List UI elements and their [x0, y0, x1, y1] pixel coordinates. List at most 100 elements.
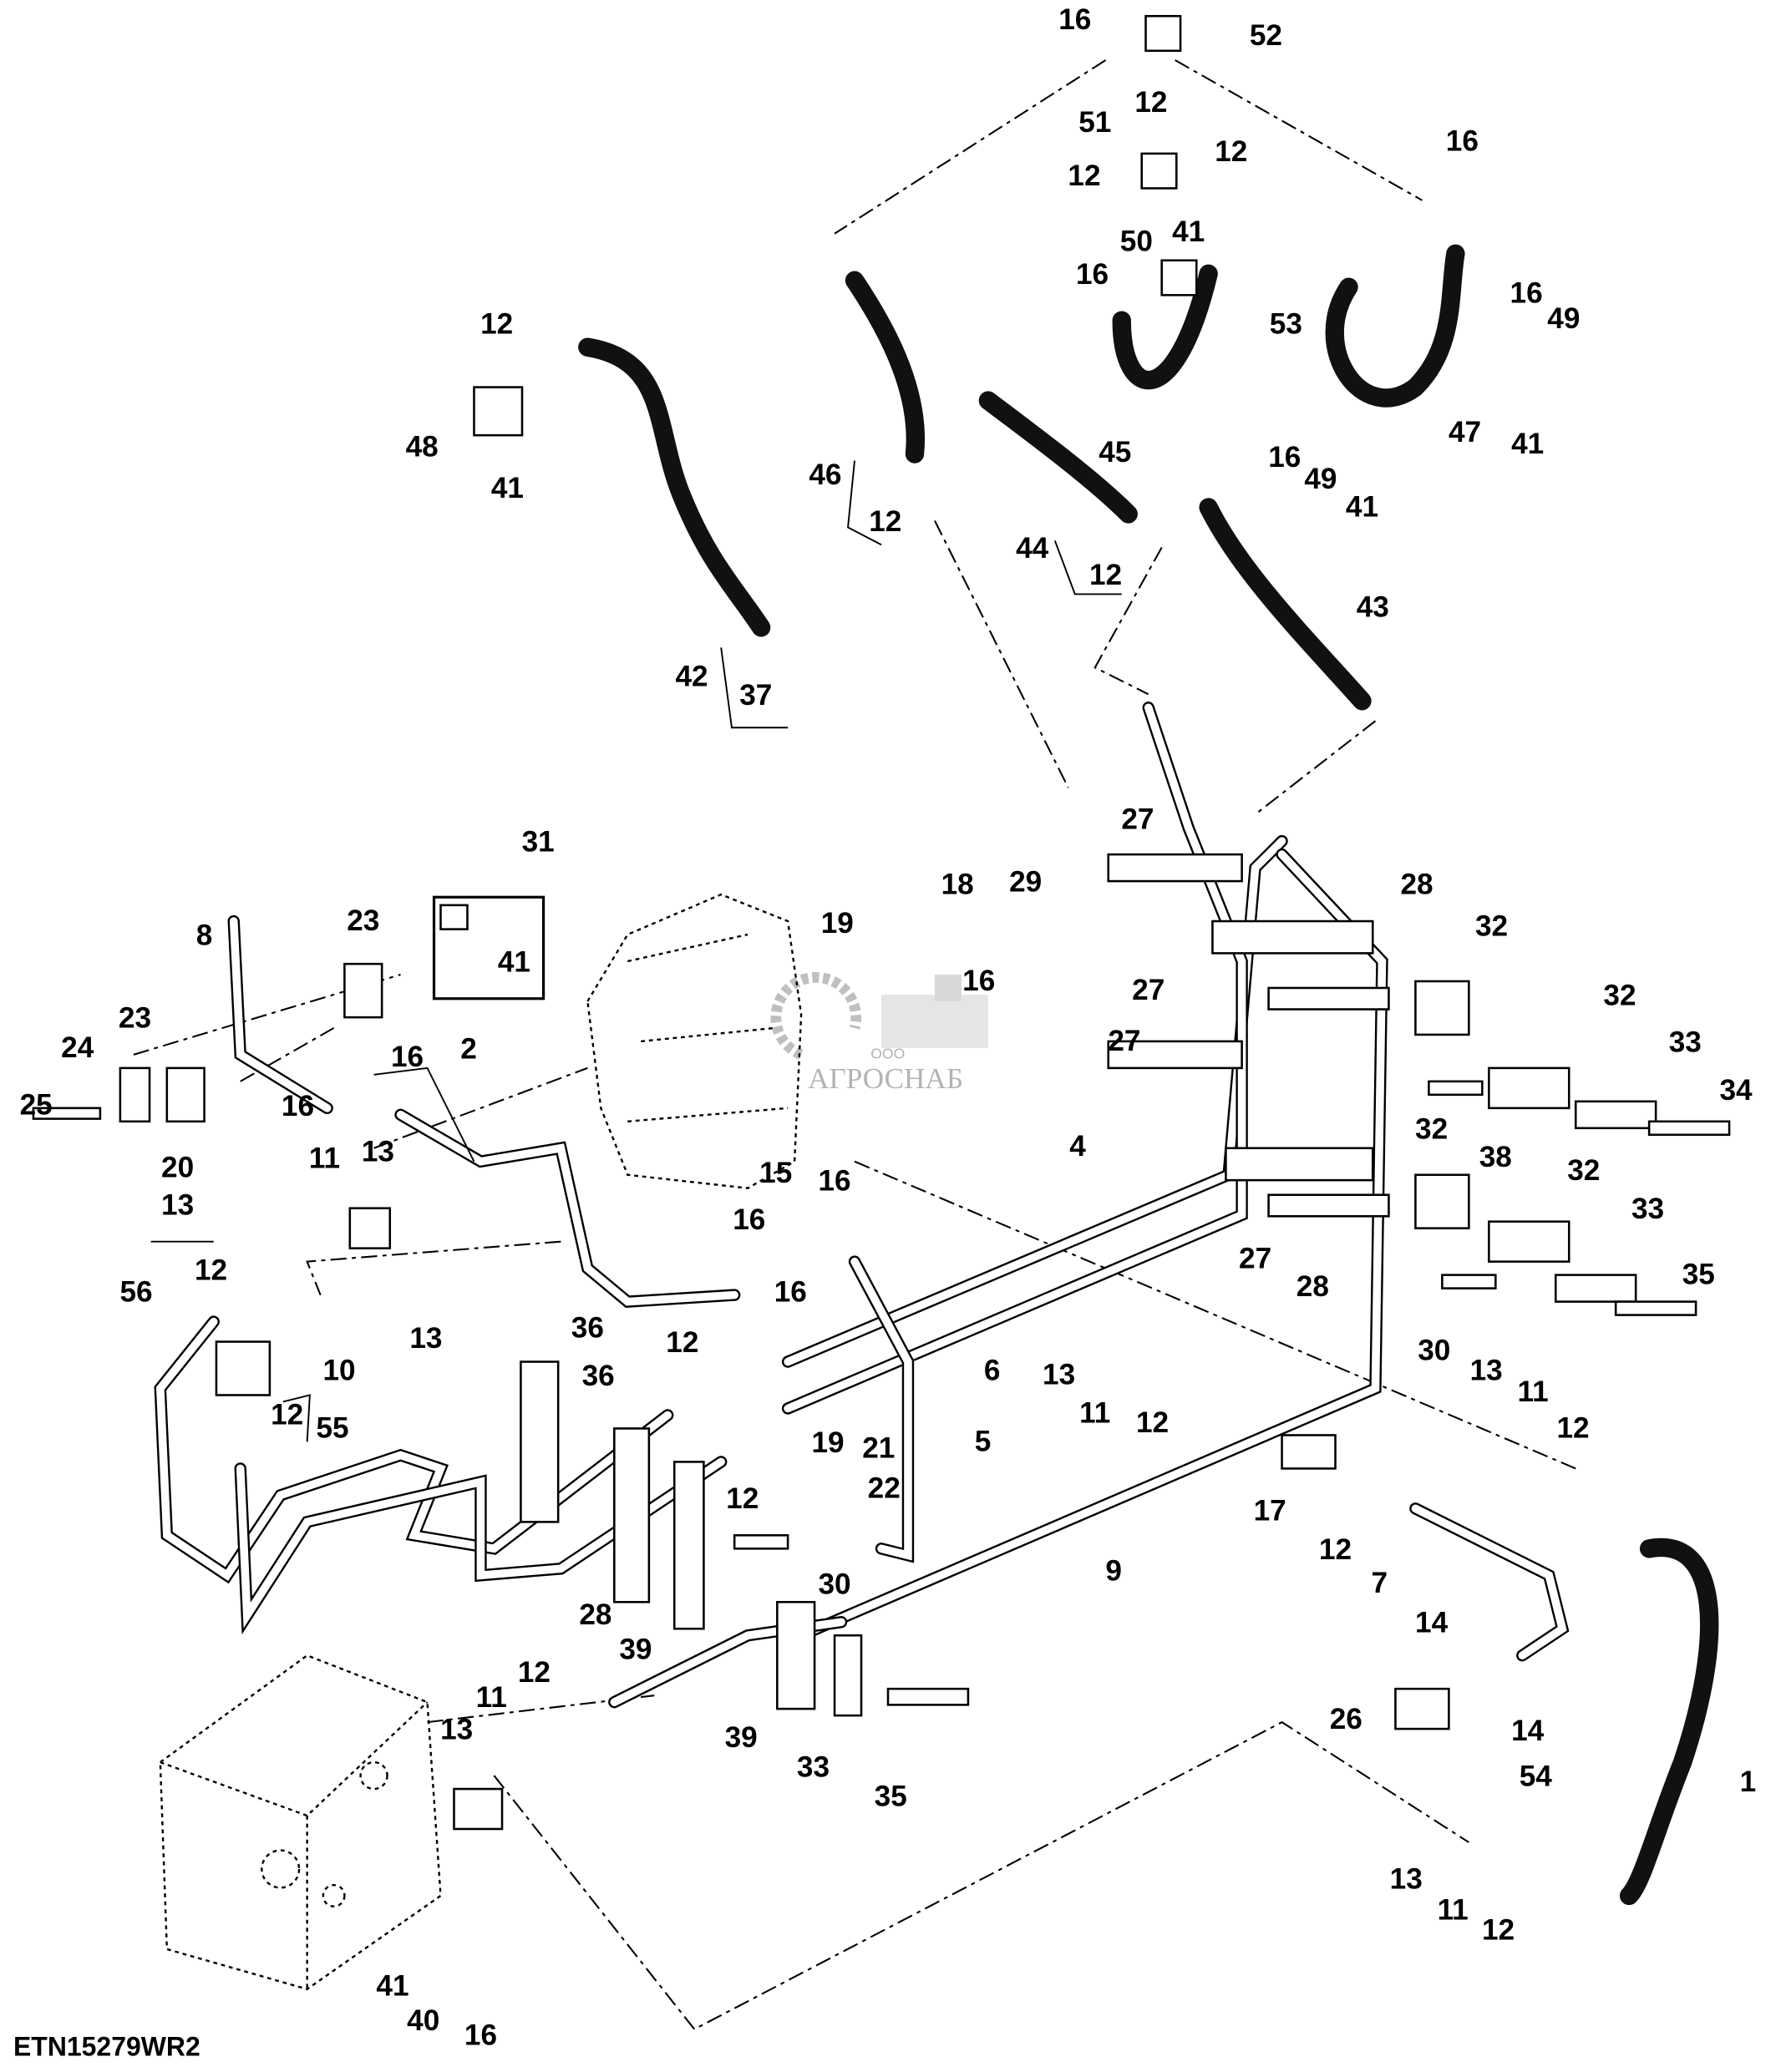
callout-part-13: 13	[362, 1135, 394, 1168]
callout-part-19: 19	[821, 907, 854, 940]
callout-part-35: 35	[1682, 1259, 1715, 1291]
callout-part-20: 20	[161, 1152, 194, 1184]
callout-part-47: 47	[1449, 416, 1481, 448]
callout-part-16: 16	[391, 1041, 424, 1073]
callout-part-21: 21	[862, 1431, 895, 1464]
clamp-23	[343, 962, 383, 1019]
callout-part-32: 32	[1567, 1154, 1600, 1187]
callout-part-33: 33	[1669, 1026, 1702, 1058]
callout-part-23: 23	[347, 904, 379, 937]
callout-part-29: 29	[1009, 866, 1042, 899]
plate-33	[1554, 1274, 1637, 1303]
callout-part-39: 39	[619, 1634, 652, 1666]
callout-part-13: 13	[1470, 1355, 1503, 1387]
fitting-11	[348, 1207, 392, 1249]
callout-part-30: 30	[1418, 1335, 1450, 1367]
callout-part-43: 43	[1357, 590, 1389, 623]
clamp-27	[1107, 853, 1243, 883]
callout-part-32: 32	[1603, 979, 1636, 1011]
callout-part-40: 40	[407, 2004, 439, 2037]
callout-part-12: 12	[1319, 1533, 1352, 1566]
callout-part-13: 13	[409, 1322, 442, 1355]
callout-part-35: 35	[875, 1781, 907, 1813]
clamp-36	[520, 1360, 560, 1523]
watermark-name: АГРОСНАБ	[808, 1062, 963, 1095]
callout-part-13: 13	[1390, 1863, 1423, 1896]
clamp-27	[1107, 1040, 1243, 1070]
callout-part-41: 41	[1346, 490, 1378, 523]
callout-part-41: 41	[1172, 215, 1205, 248]
hose-1	[1619, 1538, 1719, 1906]
callout-part-39: 39	[725, 1721, 758, 1754]
callout-part-41: 41	[376, 1970, 408, 2003]
callout-part-16: 16	[819, 1165, 851, 1198]
agrosnab-watermark-logo: ООО АГРОСНАБ	[770, 972, 988, 1095]
callout-part-12: 12	[271, 1398, 303, 1431]
callout-part-45: 45	[1099, 436, 1131, 469]
callout-part-13: 13	[1043, 1358, 1075, 1391]
callout-part-15: 15	[759, 1157, 792, 1189]
bolt-35	[1614, 1300, 1697, 1316]
callout-part-8: 8	[196, 919, 213, 951]
callout-part-55: 55	[316, 1411, 348, 1444]
sensor-26	[1394, 1687, 1450, 1730]
callout-part-13: 13	[440, 1714, 473, 1746]
clamp-36	[613, 1427, 651, 1603]
callout-part-18: 18	[941, 869, 974, 901]
tee-50	[1160, 259, 1198, 296]
callout-part-16: 16	[464, 2019, 497, 2052]
callout-part-44: 44	[1016, 532, 1049, 565]
callout-part-27: 27	[1108, 1025, 1140, 1057]
callout-part-12: 12	[480, 307, 513, 340]
callout-part-25: 25	[20, 1089, 53, 1122]
callout-part-16: 16	[1268, 441, 1301, 474]
callout-part-11: 11	[1079, 1397, 1110, 1430]
callout-part-33: 33	[797, 1750, 830, 1783]
hose-43	[1199, 498, 1372, 711]
callout-part-16: 16	[282, 1090, 314, 1122]
tube-9	[794, 848, 1388, 1642]
clamp-39	[776, 1600, 816, 1710]
callout-part-31: 31	[522, 826, 555, 859]
elbow-10	[215, 1340, 271, 1396]
callout-part-23: 23	[119, 1002, 151, 1035]
callout-part-27: 27	[1239, 1242, 1271, 1274]
callout-part-16: 16	[1058, 3, 1091, 36]
callout-part-22: 22	[868, 1472, 901, 1504]
fitting-48	[473, 386, 524, 437]
callout-part-12: 12	[518, 1656, 551, 1689]
callout-part-36: 36	[582, 1360, 615, 1392]
hose-47	[1325, 244, 1465, 408]
callout-part-16: 16	[774, 1275, 807, 1308]
callout-part-2: 2	[460, 1032, 477, 1065]
bolt-30	[1441, 1274, 1497, 1289]
callout-part-11: 11	[1517, 1375, 1548, 1408]
callout-part-46: 46	[809, 458, 841, 491]
callout-part-12: 12	[1482, 1913, 1515, 1946]
plate-24	[119, 1066, 151, 1123]
callout-part-56: 56	[119, 1275, 152, 1308]
clamp-27	[1211, 919, 1374, 955]
callout-part-16: 16	[1510, 277, 1543, 310]
callout-part-5: 5	[975, 1425, 992, 1457]
clamp-32	[1414, 980, 1470, 1036]
callout-part-32: 32	[1475, 909, 1508, 942]
callout-part-42: 42	[675, 660, 708, 692]
callout-part-17: 17	[1254, 1494, 1286, 1527]
callout-part-1: 1	[1740, 1766, 1757, 1798]
hose-45	[1112, 264, 1218, 390]
callout-part-50: 50	[1120, 225, 1153, 257]
callout-part-12: 12	[1215, 135, 1247, 168]
callout-part-24: 24	[61, 1031, 94, 1064]
plate-28	[1267, 986, 1390, 1011]
bolt-38	[1428, 1080, 1484, 1097]
callout-part-41: 41	[1511, 428, 1544, 460]
plate-33	[833, 1634, 863, 1717]
callout-part-16: 16	[1446, 124, 1479, 157]
bolt-34	[1647, 1120, 1731, 1137]
leader-lines	[150, 460, 1122, 1442]
hoses	[578, 244, 1719, 1906]
fitting-17	[1281, 1434, 1337, 1470]
callout-part-49: 49	[1304, 463, 1337, 495]
clamp-23	[165, 1066, 206, 1123]
